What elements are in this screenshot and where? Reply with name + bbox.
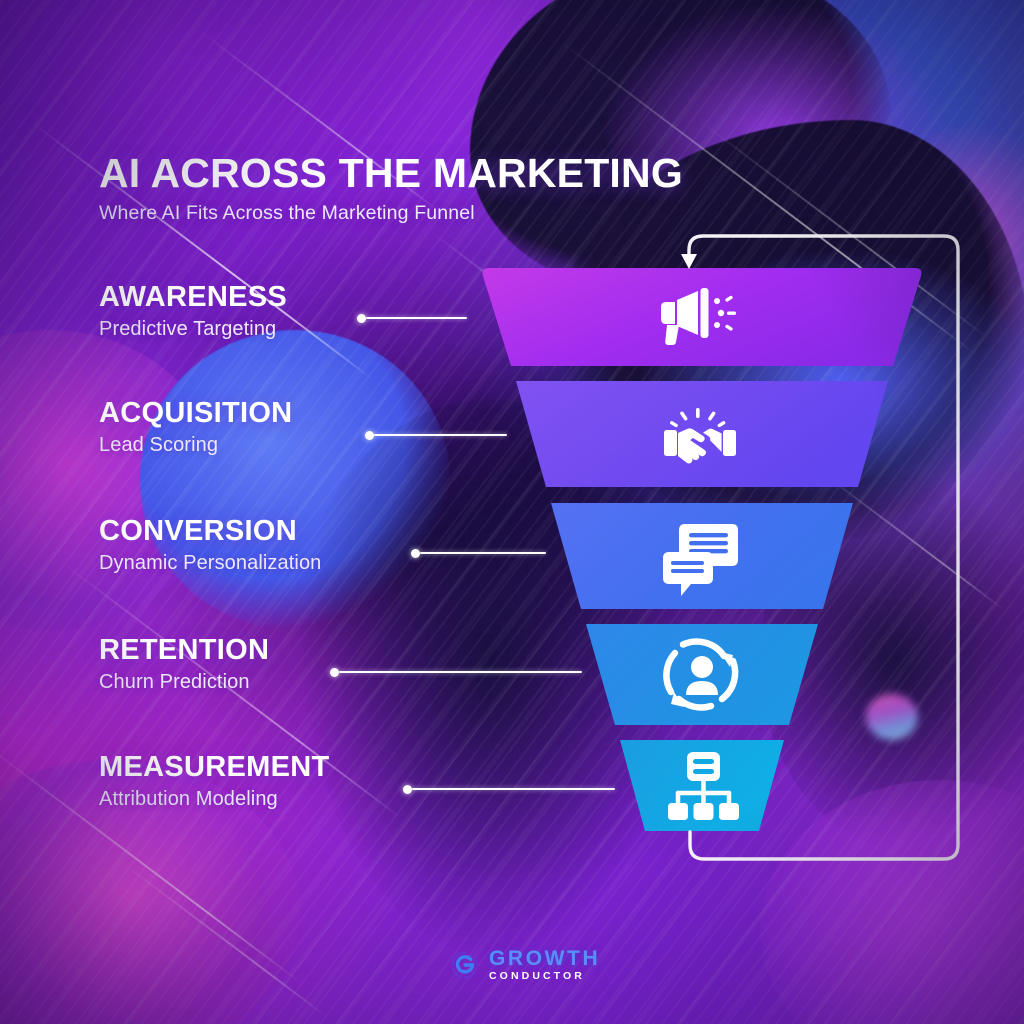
stage-title: CONVERSION [99,515,297,547]
stage-title: MEASUREMENT [99,751,330,783]
stage-label-conversion[interactable]: CONVERSION Dynamic Personalization [99,517,321,575]
logo-tagline: CONDUCTOR [489,970,585,982]
stage-subtitle: Churn Prediction [99,671,250,693]
stage-title: AWARENESS [99,281,288,313]
stage-label-awareness[interactable]: AWARENESS Predictive Targeting [99,283,287,341]
stage-label-acquisition[interactable]: ACQUISITION Lead Scoring [99,399,292,457]
stage-subtitle: Lead Scoring [99,434,219,456]
chat-bubbles-icon [663,524,738,596]
connector-retention [330,665,582,679]
stage-title: ACQUISITION [99,397,293,429]
g-circle-icon [451,951,479,979]
logo-text: GROWTH CONDUCTOR [489,948,600,982]
header: AI ACROSS THE MARKETING Where AI Fits Ac… [99,150,683,225]
connector-acquisition [365,428,507,442]
decorative-orb [866,694,918,740]
connector-conversion [411,546,546,560]
connector-awareness [357,311,467,325]
stage-subtitle: Dynamic Personalization [99,552,322,574]
connector-measurement [403,782,615,796]
stage-title: RETENTION [99,634,270,666]
user-refresh-icon [663,638,739,711]
page-subtitle: Where AI Fits Across the Marketing Funne… [99,202,475,225]
handshake-icon [664,408,736,464]
page-title: AI ACROSS THE MARKETING [99,150,683,196]
stage-label-measurement[interactable]: MEASUREMENT Attribution Modeling [99,753,329,811]
stage-subtitle: Predictive Targeting [99,318,277,340]
stage-label-retention[interactable]: RETENTION Churn Prediction [99,636,269,694]
funnel-band-acquisition[interactable] [516,381,888,487]
hierarchy-icon [668,752,739,820]
stage-subtitle: Attribution Modeling [99,788,278,810]
megaphone-icon [661,288,736,345]
logo-name: GROWTH [489,947,601,970]
brand-logo[interactable]: GROWTH CONDUCTOR [450,948,600,982]
